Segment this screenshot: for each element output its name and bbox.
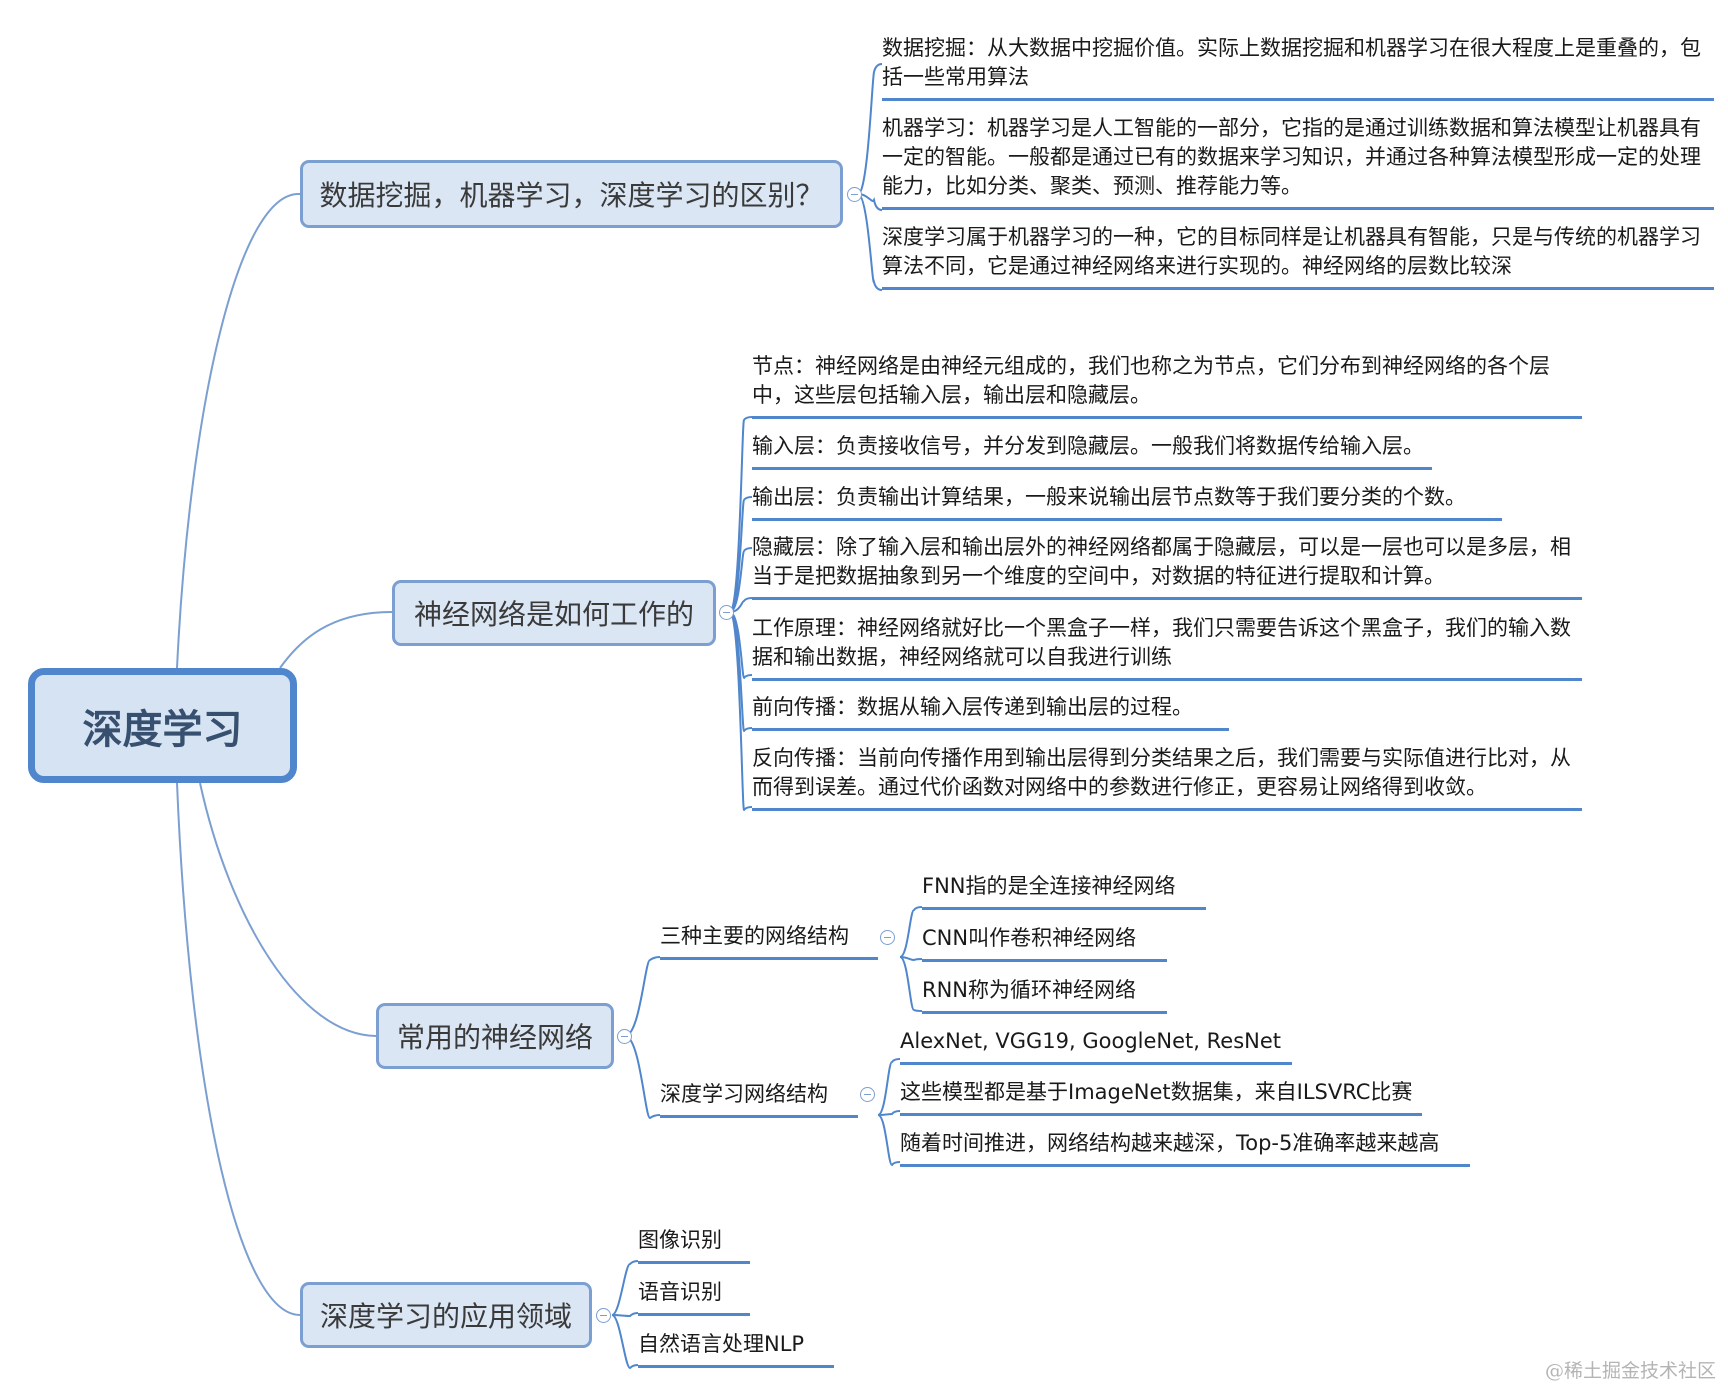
group-2-fan bbox=[877, 1058, 901, 1167]
leaf-item[interactable]: FNN指的是全连接神经网络 bbox=[922, 872, 1206, 910]
leaf-item[interactable]: RNN称为循环神经网络 bbox=[922, 976, 1167, 1014]
root-label: 深度学习 bbox=[82, 706, 243, 753]
leaf-item[interactable]: 机器学习：机器学习是人工智能的一部分，它指的是通过训练数据和算法模型让机器具有一… bbox=[882, 114, 1714, 210]
leaf-text: FNN指的是全连接神经网络 bbox=[922, 874, 1176, 898]
leaf-item[interactable]: 隐藏层：除了输入层和输出层外的神经网络都属于隐藏层，可以是一层也可以是多层，相当… bbox=[752, 533, 1582, 600]
group-label: 深度学习网络结构 bbox=[660, 1082, 828, 1106]
group-label: 三种主要的网络结构 bbox=[660, 924, 849, 948]
leaf-item[interactable]: 输入层：负责接收信号，并分发到隐藏层。一般我们将数据传给输入层。 bbox=[752, 432, 1432, 470]
branch-2-fan bbox=[729, 416, 753, 812]
branch-label: 常用的神经网络 bbox=[396, 1021, 593, 1054]
leaf-item[interactable]: 节点：神经网络是由神经元组成的，我们也称之为节点，它们分布到神经网络的各个层中，… bbox=[752, 352, 1582, 419]
leaf-item[interactable]: 前向传播：数据从输入层传递到输出层的过程。 bbox=[752, 693, 1229, 731]
leaf-text: RNN称为循环神经网络 bbox=[922, 978, 1137, 1002]
leaf-item[interactable]: 语音识别 bbox=[638, 1278, 750, 1316]
branch-label: 数据挖掘，机器学习，深度学习的区别？ bbox=[319, 179, 824, 212]
leaf-item[interactable]: 自然语言处理NLP bbox=[638, 1330, 834, 1368]
leaf-text: 机器学习：机器学习是人工智能的一部分，它指的是通过训练数据和算法模型让机器具有一… bbox=[882, 116, 1701, 198]
leaf-item[interactable]: 随着时间推进，网络结构越来越深，Top-5准确率越来越高 bbox=[900, 1129, 1470, 1167]
leaf-text: AlexNet, VGG19, GoogleNet, ResNet bbox=[900, 1029, 1282, 1053]
branch-label: 神经网络是如何工作的 bbox=[413, 598, 694, 631]
leaf-text: 输入层：负责接收信号，并分发到隐藏层。一般我们将数据传给输入层。 bbox=[752, 434, 1424, 458]
leaf-item[interactable]: 反向传播：当前向传播作用到输出层得到分类结果之后，我们需要与实际值进行比对，从而… bbox=[752, 744, 1582, 811]
group-node[interactable]: 深度学习网络结构 bbox=[660, 1080, 858, 1118]
leaf-text: 反向传播：当前向传播作用到输出层得到分类结果之后，我们需要与实际值进行比对，从而… bbox=[752, 746, 1571, 799]
group-1-fan bbox=[899, 906, 923, 1012]
root-to-branch-3 bbox=[199, 782, 377, 1037]
root-to-branch-1 bbox=[176, 192, 301, 669]
branch-label: 深度学习的应用领域 bbox=[319, 1300, 572, 1333]
group-node[interactable]: 三种主要的网络结构 bbox=[660, 922, 878, 960]
leaf-item[interactable]: 输出层：负责输出计算结果，一般来说输出层节点数等于我们要分类的个数。 bbox=[752, 483, 1502, 521]
leaf-text: 这些模型都是基于ImageNet数据集，来自ILSVRC比赛 bbox=[900, 1080, 1413, 1104]
branch-node-differences[interactable]: 数据挖掘，机器学习，深度学习的区别？ bbox=[300, 160, 843, 228]
root-to-branch-4 bbox=[176, 782, 301, 1316]
root-node[interactable]: 深度学习 bbox=[28, 668, 297, 783]
leaf-text: 深度学习属于机器学习的一种，它的目标同样是让机器具有智能，只是与传统的机器学习算… bbox=[882, 225, 1701, 278]
branch-4-fan bbox=[611, 1260, 639, 1370]
leaf-text: 数据挖掘：从大数据中挖掘价值。实际上数据挖掘和机器学习在很大程度上是重叠的，包括… bbox=[882, 36, 1701, 89]
leaf-item[interactable]: 工作原理：神经网络就好比一个黑盒子一样，我们只需要告诉这个黑盒子，我们的输入数据… bbox=[752, 614, 1582, 681]
leaf-text: 前向传播：数据从输入层传递到输出层的过程。 bbox=[752, 695, 1193, 719]
root-to-branch-2 bbox=[279, 611, 393, 669]
leaf-item[interactable]: 深度学习属于机器学习的一种，它的目标同样是让机器具有智能，只是与传统的机器学习算… bbox=[882, 223, 1714, 290]
collapse-toggle-icon[interactable] bbox=[880, 930, 895, 945]
leaf-text: 输出层：负责输出计算结果，一般来说输出层节点数等于我们要分类的个数。 bbox=[752, 485, 1466, 509]
leaf-text: 语音识别 bbox=[638, 1280, 722, 1304]
collapse-toggle-icon[interactable] bbox=[860, 1087, 875, 1102]
leaf-text: CNN叫作卷积神经网络 bbox=[922, 926, 1137, 950]
leaf-text: 随着时间推进，网络结构越来越深，Top-5准确率越来越高 bbox=[900, 1131, 1440, 1155]
leaf-text: 节点：神经网络是由神经元组成的，我们也称之为节点，它们分布到神经网络的各个层中，… bbox=[752, 354, 1550, 407]
leaf-item[interactable]: 图像识别 bbox=[638, 1226, 750, 1264]
leaf-text: 自然语言处理NLP bbox=[638, 1332, 805, 1356]
leaf-text: 隐藏层：除了输入层和输出层外的神经网络都属于隐藏层，可以是一层也可以是多层，相当… bbox=[752, 535, 1571, 588]
leaf-item[interactable]: AlexNet, VGG19, GoogleNet, ResNet bbox=[900, 1027, 1292, 1065]
collapse-toggle-icon[interactable] bbox=[719, 605, 734, 620]
leaf-text: 图像识别 bbox=[638, 1228, 722, 1252]
branch-node-how-nn-works[interactable]: 神经网络是如何工作的 bbox=[392, 580, 716, 646]
leaf-text: 工作原理：神经网络就好比一个黑盒子一样，我们只需要告诉这个黑盒子，我们的输入数据… bbox=[752, 616, 1571, 669]
branch-3-fan bbox=[624, 956, 661, 1120]
leaf-item[interactable]: CNN叫作卷积神经网络 bbox=[922, 924, 1167, 962]
collapse-toggle-icon[interactable] bbox=[617, 1029, 632, 1044]
leaf-item[interactable]: 数据挖掘：从大数据中挖掘价值。实际上数据挖掘和机器学习在很大程度上是重叠的，包括… bbox=[882, 34, 1714, 101]
branch-node-common-nn[interactable]: 常用的神经网络 bbox=[376, 1003, 614, 1069]
collapse-toggle-icon[interactable] bbox=[596, 1308, 611, 1323]
leaf-item[interactable]: 这些模型都是基于ImageNet数据集，来自ILSVRC比赛 bbox=[900, 1078, 1422, 1116]
branch-1-fan bbox=[857, 63, 883, 291]
collapse-toggle-icon[interactable] bbox=[847, 187, 862, 202]
watermark: @稀土掘金技术社区 bbox=[1544, 1360, 1716, 1382]
branch-node-applications[interactable]: 深度学习的应用领域 bbox=[300, 1282, 592, 1348]
